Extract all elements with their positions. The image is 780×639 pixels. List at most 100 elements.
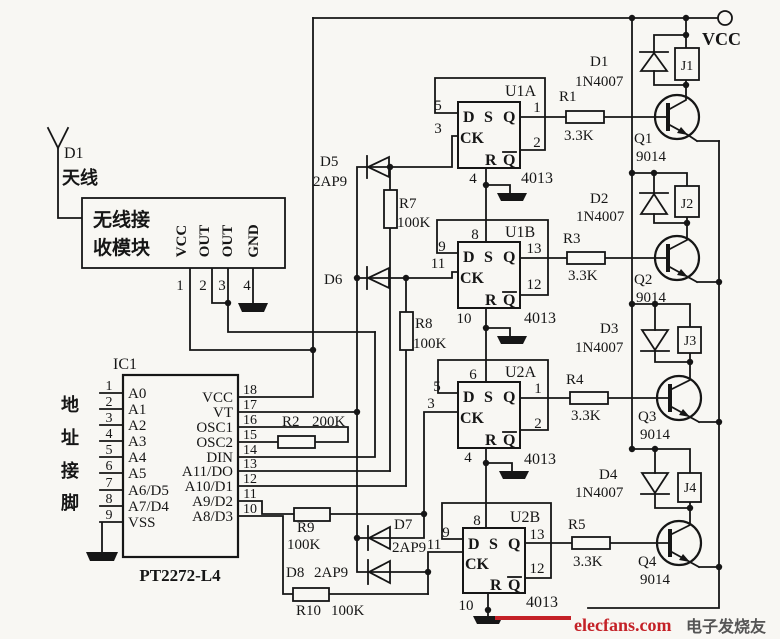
q4-part: 9014: [640, 572, 671, 588]
diode-d6-symbol: [365, 266, 390, 290]
u1b-pin-qbar: 12: [527, 277, 542, 293]
u2b-box: [462, 527, 526, 594]
d7-ref: D7: [394, 517, 413, 533]
d4-part: 1N4007: [575, 485, 624, 501]
ic1-rpin-osc1: OSC1: [196, 420, 233, 436]
u1b-part: 4013: [524, 310, 556, 327]
ic1-rpin-a11do: A11/DO: [182, 464, 233, 480]
u1b-pin-q: 13: [527, 241, 542, 257]
u2b-pin-ck: 11: [427, 537, 441, 553]
u1a-letter-ck: CK: [460, 130, 485, 147]
ic1-side-char-1: 地: [61, 394, 79, 415]
u1b-letter-r: R: [485, 292, 497, 309]
u1b-box: [457, 241, 521, 309]
ic1-lpin-a7d4: A7/D4: [128, 499, 169, 515]
ic1-box: [121, 373, 240, 559]
u2a-letter-s: S: [484, 389, 493, 406]
ic1-lpin-num-3: 3: [106, 411, 113, 426]
u2a-pin-s: 6: [469, 367, 477, 383]
transistor-q4-symbol: [655, 519, 703, 567]
module-pin-num-3: 3: [218, 278, 226, 294]
module-pin-vcc: VCC: [174, 225, 190, 258]
d6-ref: D6: [324, 272, 343, 288]
j1-label: J1: [681, 59, 693, 74]
ic1-rpin-a8d3: A8/D3: [192, 509, 233, 525]
r1-value: 3.3K: [564, 128, 594, 144]
relay-j4-box: [677, 472, 702, 503]
ic1-lpin-num-8: 8: [106, 492, 113, 507]
d3-ref: D3: [600, 321, 618, 337]
u2b-pin-r: 10: [459, 598, 474, 614]
ic1-rpin-a10d1: A10/D1: [185, 479, 233, 495]
ic1-lpin-a5: A5: [128, 466, 146, 482]
d1-part: 1N4007: [575, 74, 624, 90]
antenna-ref: D1: [64, 145, 84, 162]
ic1-wires: [99, 17, 429, 595]
d1-ref: D1: [590, 54, 608, 70]
watermark-brand: elecfans.com: [574, 615, 671, 635]
q2-ref: Q2: [634, 272, 652, 288]
ic1-rpin-vt: VT: [213, 405, 233, 421]
u2a-pin-r: 4: [464, 450, 472, 466]
q1-part: 9014: [636, 149, 667, 165]
diode-d3-symbol: [640, 329, 670, 352]
ic1-lpin-num-9: 9: [106, 508, 113, 523]
d2-ref: D2: [590, 191, 608, 207]
u2a-letter-q: Q: [503, 389, 515, 406]
ic1-side-char-2: 址: [61, 428, 79, 448]
power-rails: [312, 10, 733, 609]
module-pin-out1: OUT: [197, 225, 213, 258]
ic1-rpin-num-10: 10: [243, 502, 257, 517]
antenna-label: 天线: [62, 167, 98, 188]
ic1-lpin-a2: A2: [128, 418, 146, 434]
u1b-pin-d: 9: [438, 239, 446, 255]
u1a-pin-q: 1: [533, 100, 541, 116]
ground-symbols: [86, 193, 529, 624]
ic1-lpin-num-5: 5: [106, 443, 113, 458]
resistor-r2: [277, 435, 316, 449]
r3-ref: R3: [563, 231, 581, 247]
u1b-ref: U1B: [505, 224, 535, 241]
d8-part: 2AP9: [314, 565, 348, 581]
d5-part: 2AP9: [313, 174, 347, 190]
transistor-q3-symbol: [655, 374, 703, 422]
d5-ref: D5: [320, 154, 338, 170]
u2b-part: 4013: [526, 594, 558, 611]
u2b-letter-ck: CK: [465, 556, 490, 573]
u2b-letter-r: R: [490, 577, 502, 594]
resistor-r8: [399, 311, 414, 351]
u2a-letter-r: R: [485, 432, 497, 449]
resistor-r7: [383, 189, 398, 229]
q3-ref: Q3: [638, 409, 656, 425]
receiver-module-box: [81, 197, 286, 269]
ic1-ref: IC1: [113, 356, 137, 373]
r10-value: 100K: [331, 603, 365, 619]
u2b-pin-d: 9: [442, 525, 450, 541]
channel-2-labels: R3 3.3K D2 1N4007 J2 Q2 9014: [563, 191, 693, 306]
j2-label: J2: [681, 197, 693, 212]
u1b-letter-ck: CK: [460, 270, 485, 287]
u1b-letter-qbar: Q: [503, 292, 515, 309]
r2-value: 200K: [312, 414, 346, 430]
ic1-rpin-num-14: 14: [243, 443, 257, 458]
vcc-terminal: [717, 10, 733, 26]
u2a-part: 4013: [524, 451, 556, 468]
u1a-letter-r: R: [485, 152, 497, 169]
r4-value: 3.3K: [571, 408, 601, 424]
u1a-letter-qbar: Q: [503, 152, 515, 169]
u2b-letter-d: D: [468, 536, 480, 553]
module-pin-num-4: 4: [243, 278, 251, 294]
u1a-ref: U1A: [505, 83, 537, 100]
resistor-r3: [566, 251, 606, 265]
relay-j2-box: [674, 185, 700, 218]
resistor-r5: [571, 536, 611, 550]
u2a-letter-qbar: Q: [503, 432, 515, 449]
d8-ref: D8: [286, 565, 304, 581]
u2a-ref: U2A: [505, 364, 537, 381]
u2a-pin-q: 1: [534, 381, 542, 397]
resistor-r9: [293, 507, 331, 522]
flipflop-u2a: U2A D S Q CK R Q 5 6 3 1 2 4 4013: [427, 364, 556, 468]
ic1-lpin-a6d5: A6/D5: [128, 483, 169, 499]
d4-ref: D4: [599, 467, 618, 483]
flipflop-u2b: U2B D S Q CK R Q 9 8 11 13 12 10 4013: [427, 509, 558, 614]
